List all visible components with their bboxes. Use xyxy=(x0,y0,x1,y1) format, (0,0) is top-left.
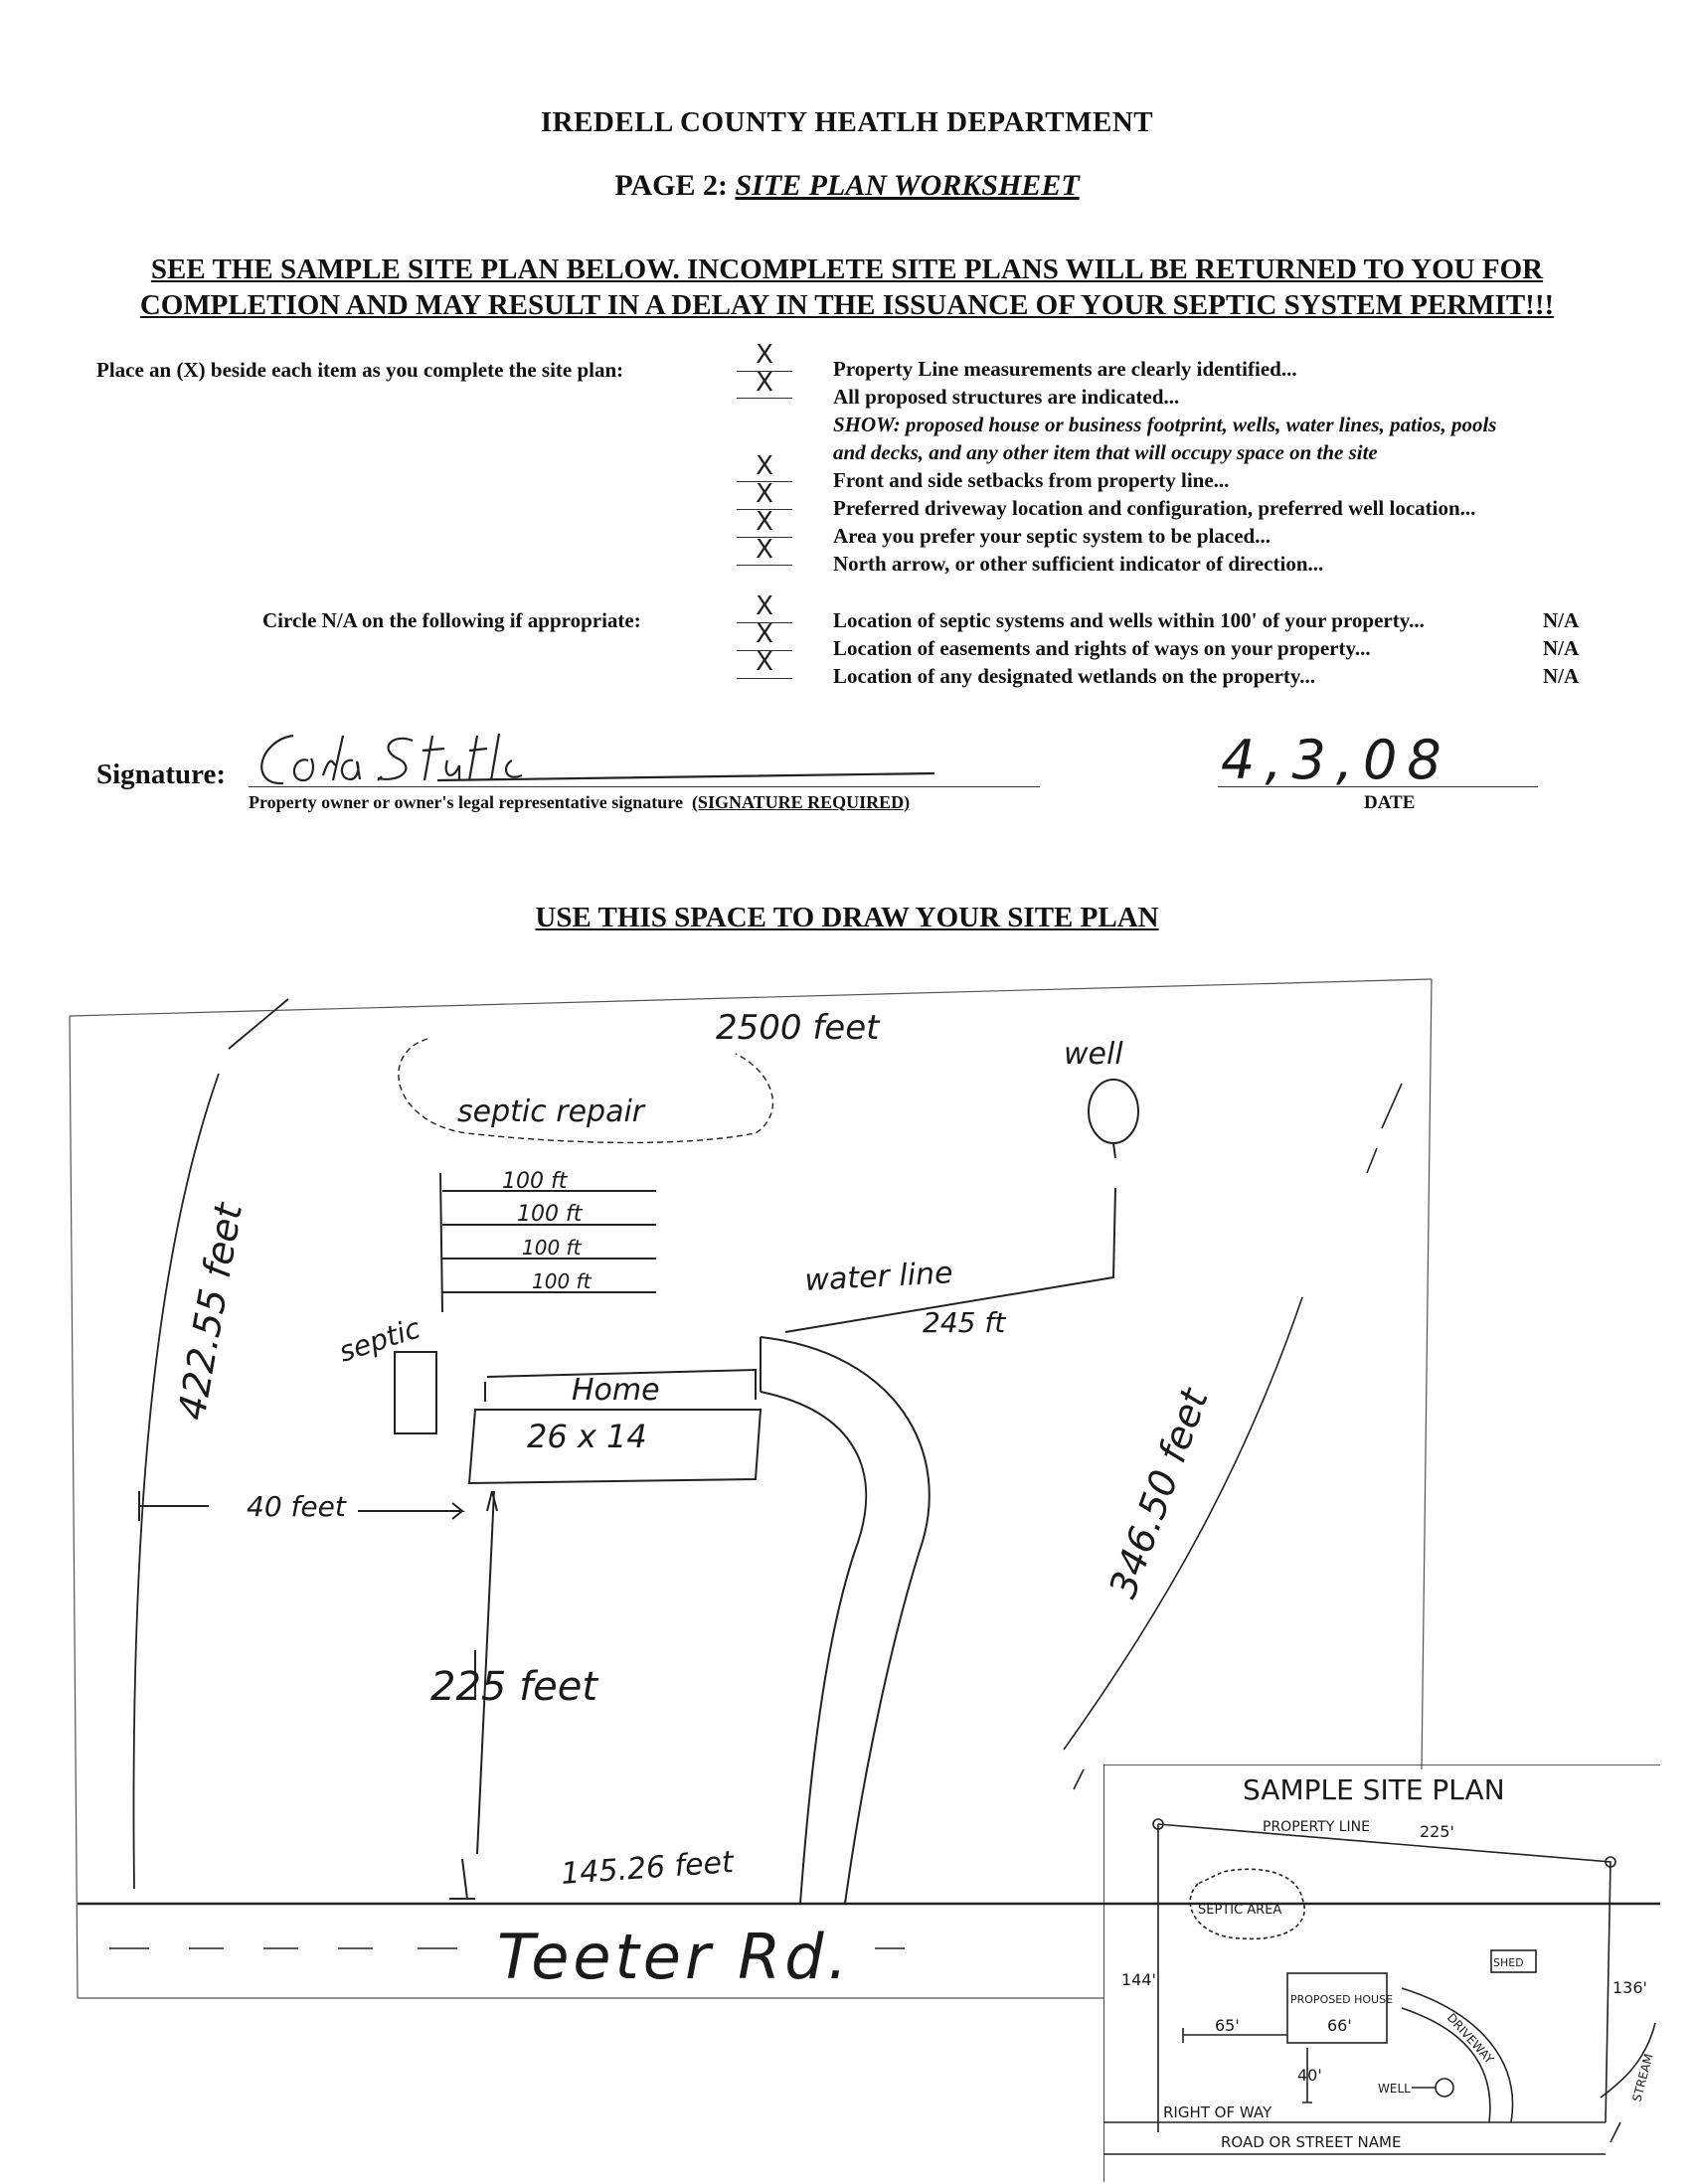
right-line-label: 346.50 feet xyxy=(1101,1381,1217,1603)
sample-property-line: PROPERTY LINE xyxy=(1263,1819,1370,1835)
septic-repair-label: septic repair xyxy=(457,1094,646,1129)
sample-left-length: 144' xyxy=(1121,1970,1156,1989)
checklist-item-6: Preferred driveway location and configur… xyxy=(833,496,1476,520)
sample-site-plan: SAMPLE SITE PLAN PROPERTY LINE 225' SEPT… xyxy=(1103,1764,1660,2182)
checklist-item-7: Area you prefer your septic system to be… xyxy=(833,524,1270,548)
septic-line-1: 100 ft xyxy=(502,1169,569,1194)
checklist-mark-1[interactable]: X xyxy=(756,340,773,370)
sample-right-of-way: RIGHT OF WAY xyxy=(1163,2103,1272,2121)
sample-house-width: 66' xyxy=(1327,2016,1352,2035)
mark-line xyxy=(737,371,792,372)
sample-proposed-house: PROPOSED HOUSE xyxy=(1290,1993,1393,2006)
sample-stream: STREAM xyxy=(1629,2052,1655,2102)
na-item-3: Location of any designated wetlands on t… xyxy=(833,664,1315,688)
na-mark-3[interactable]: X xyxy=(756,647,773,677)
checklist-item-2: All proposed structures are indicated... xyxy=(833,385,1180,409)
mark-line xyxy=(737,537,792,538)
page-title: PAGE 2: SITE PLAN WORKSHEET xyxy=(0,169,1694,203)
top-line-label: 2500 feet xyxy=(716,1008,881,1048)
na-item-2: Location of easements and rights of ways… xyxy=(833,636,1371,660)
septic-line-2: 100 ft xyxy=(517,1202,584,1227)
date-value[interactable]: 4,3,08 xyxy=(1221,729,1451,791)
date-line xyxy=(1218,786,1538,787)
na-option-3[interactable]: N/A xyxy=(1543,664,1580,688)
front-setback-label: 225 feet xyxy=(430,1664,598,1710)
side-setback-label: 40 feet xyxy=(247,1490,347,1523)
sample-well: WELL xyxy=(1378,2082,1411,2096)
signature-drawing xyxy=(260,733,935,785)
mark-line xyxy=(737,678,792,679)
warning-line-1: SEE THE SAMPLE SITE PLAN BELOW. INCOMPLE… xyxy=(150,253,1544,285)
mark-line xyxy=(737,565,792,566)
site-plan-heading: USE THIS SPACE TO DRAW YOUR SITE PLAN xyxy=(535,902,1159,933)
mark-line xyxy=(737,398,792,399)
road-frontage-label: 145.26 feet xyxy=(560,1845,736,1892)
sample-driveway: DRIVEWAY xyxy=(1444,2011,1497,2067)
signature-caption-text: Property owner or owner's legal represen… xyxy=(249,792,683,812)
na-instruction: Circle N/A on the following if appropria… xyxy=(262,608,641,632)
sample-title: SAMPLE SITE PLAN xyxy=(1243,1773,1505,1806)
home-size-label: 26 x 14 xyxy=(527,1418,647,1455)
checklist-mark-7[interactable]: X xyxy=(756,507,773,537)
checklist-mark-8[interactable]: X xyxy=(756,535,773,565)
page-label: PAGE 2: xyxy=(614,169,728,202)
checklist-mark-6[interactable]: X xyxy=(756,479,773,509)
checklist-instruction: Place an (X) beside each item as you com… xyxy=(96,358,624,382)
site-plan-drawing: 2500 feet septic repair well 100 ft 100 … xyxy=(69,978,1660,1999)
checklist-mark-2[interactable]: X xyxy=(756,368,773,398)
septic-line-4: 100 ft xyxy=(532,1269,593,1293)
signature-label: Signature: xyxy=(96,758,226,790)
sample-side-setback: 65' xyxy=(1215,2016,1240,2035)
septic-line-3: 100 ft xyxy=(522,1236,583,1260)
signature-line xyxy=(249,786,1040,787)
checklist-item-1: Property Line measurements are clearly i… xyxy=(833,357,1297,381)
mark-line xyxy=(737,622,792,623)
signature-required: (SIGNATURE REQUIRED) xyxy=(691,792,911,812)
signature-caption: Property owner or owner's legal represen… xyxy=(249,792,910,813)
na-mark-1[interactable]: X xyxy=(756,591,773,621)
left-line-label: 422.55 feet xyxy=(170,1198,252,1423)
mark-line xyxy=(737,509,792,510)
road-name-label: Teeter Rd. xyxy=(497,1921,851,1993)
septic-label: septic xyxy=(335,1311,424,1368)
warning-line-2: COMPLETION AND MAY RESULT IN A DELAY IN … xyxy=(139,289,1555,321)
na-item-1: Location of septic systems and wells wit… xyxy=(833,608,1425,632)
worksheet-title: SITE PLAN WORKSHEET xyxy=(735,169,1080,202)
checklist-item-8: North arrow, or other sufficient indicat… xyxy=(833,552,1324,576)
na-mark-2[interactable]: X xyxy=(756,619,773,649)
sample-road-name: ROAD OR STREET NAME xyxy=(1221,2133,1401,2151)
checklist-item-5: Front and side setbacks from property li… xyxy=(833,468,1230,492)
sample-front-setback: 40' xyxy=(1297,2066,1322,2085)
water-line-label: water line xyxy=(804,1256,954,1298)
mark-line xyxy=(737,481,792,482)
mark-line xyxy=(737,650,792,651)
na-option-1[interactable]: N/A xyxy=(1543,608,1580,632)
department-title: IREDELL COUNTY HEATLH DEPARTMENT xyxy=(540,106,1154,138)
water-line-length: 245 ft xyxy=(923,1306,1006,1339)
checklist-item-3: SHOW: proposed house or business footpri… xyxy=(833,413,1497,436)
home-label: Home xyxy=(572,1373,660,1408)
sample-top-length: 225' xyxy=(1420,1822,1454,1841)
checklist-mark-5[interactable]: X xyxy=(756,451,773,481)
sample-septic-area: SEPTIC AREA xyxy=(1198,1903,1281,1918)
checklist-item-4: and decks, and any other item that will … xyxy=(833,440,1378,464)
well-label: well xyxy=(1064,1037,1123,1072)
sample-shed: SHED xyxy=(1493,1956,1524,1969)
sample-right-length: 136' xyxy=(1612,1978,1647,1997)
date-label: DATE xyxy=(1364,792,1416,813)
na-option-2[interactable]: N/A xyxy=(1543,636,1580,660)
